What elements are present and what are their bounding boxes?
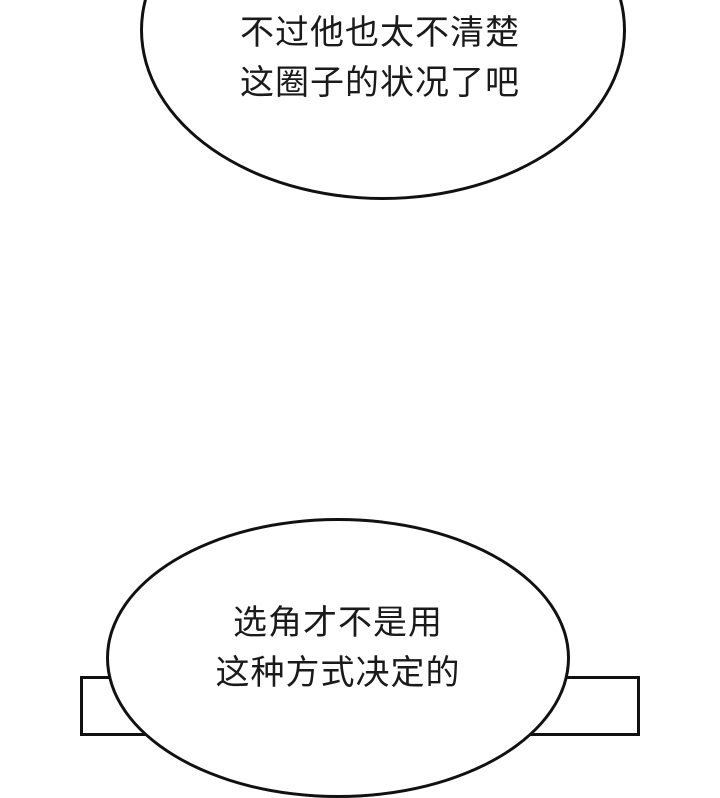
speech-line: 选角才不是用 [233, 603, 443, 643]
speech-line: 不过他也太不清楚 [240, 13, 520, 53]
speech-bubble-top-text: 不过他也太不清楚 这圈子的状况了吧 [140, 8, 620, 108]
speech-line: 这圈子的状况了吧 [240, 63, 520, 103]
speech-line: 这种方式决定的 [215, 653, 461, 693]
speech-bubble-bottom-text: 选角才不是用 这种方式决定的 [106, 598, 570, 698]
